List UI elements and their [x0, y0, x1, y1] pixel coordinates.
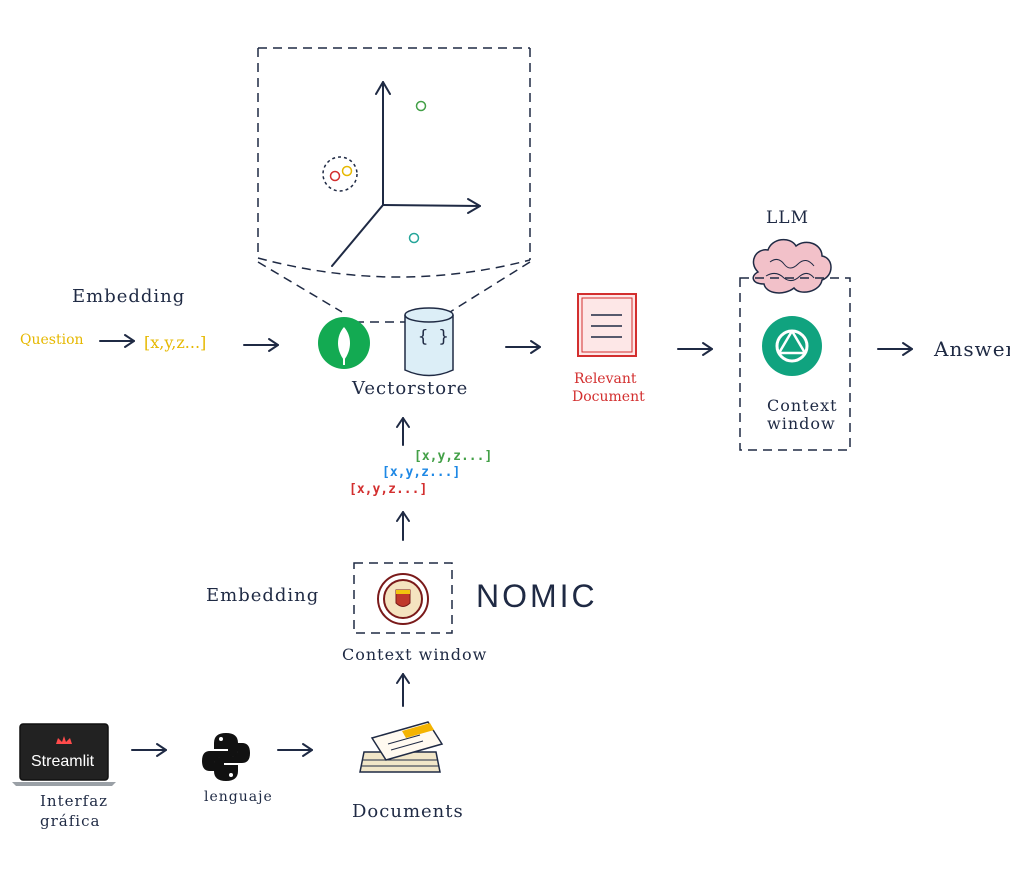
embedding-top-label: Embedding: [72, 286, 186, 307]
data-point-teal: [408, 232, 420, 244]
vector-blue: [x,y,z...]: [382, 465, 461, 480]
vector-space-panel: [257, 47, 531, 323]
db-braces: { }: [418, 327, 449, 347]
vectorstore-label: Vectorstore: [352, 378, 469, 399]
llm-context-label-line2: window: [767, 414, 836, 433]
mongodb-leaf-icon: [318, 317, 370, 369]
question-label: Question: [20, 332, 84, 348]
llm-context-box: [739, 277, 851, 451]
interfaz-label-line2: gráfica: [40, 812, 101, 830]
vector-green: [x,y,z...]: [414, 449, 493, 464]
database-icon: [404, 307, 454, 377]
lenguaje-label: lenguaje: [204, 789, 273, 805]
data-point-red: [329, 170, 341, 182]
flow-arrows: [99, 334, 913, 757]
answer-label: Answer: [934, 337, 1010, 361]
llm-label: LLM: [766, 208, 809, 228]
data-point-yellow: [341, 165, 353, 177]
axes-3d: [322, 81, 481, 267]
laptop-icon: [12, 723, 116, 786]
papers-stack-icon: [359, 721, 444, 773]
nomic-context-label: Context window: [342, 645, 488, 664]
data-point-cluster: [322, 156, 358, 192]
query-vector: [x,y,z...]: [144, 333, 207, 352]
python-icon: [202, 733, 250, 781]
brain-icon: [752, 238, 832, 294]
document-icon: [577, 293, 637, 357]
interfaz-label-line1: Interfaz: [40, 792, 109, 810]
streamlit-label: Streamlit: [31, 753, 95, 770]
seal-icon: [377, 573, 429, 625]
llm-context-label-line1: Context: [767, 396, 838, 415]
embedding-bottom-label: Embedding: [206, 585, 320, 606]
documents-label: Documents: [352, 801, 464, 822]
data-point-green: [415, 100, 427, 112]
vector-red: [x,y,z...]: [349, 482, 428, 497]
nomic-context-box: [353, 562, 453, 634]
nomic-label: NOMIC: [476, 578, 598, 614]
relevant-label-line1: Relevant: [574, 371, 637, 387]
relevant-label-line2: Document: [572, 389, 645, 405]
openai-icon: [762, 316, 822, 376]
